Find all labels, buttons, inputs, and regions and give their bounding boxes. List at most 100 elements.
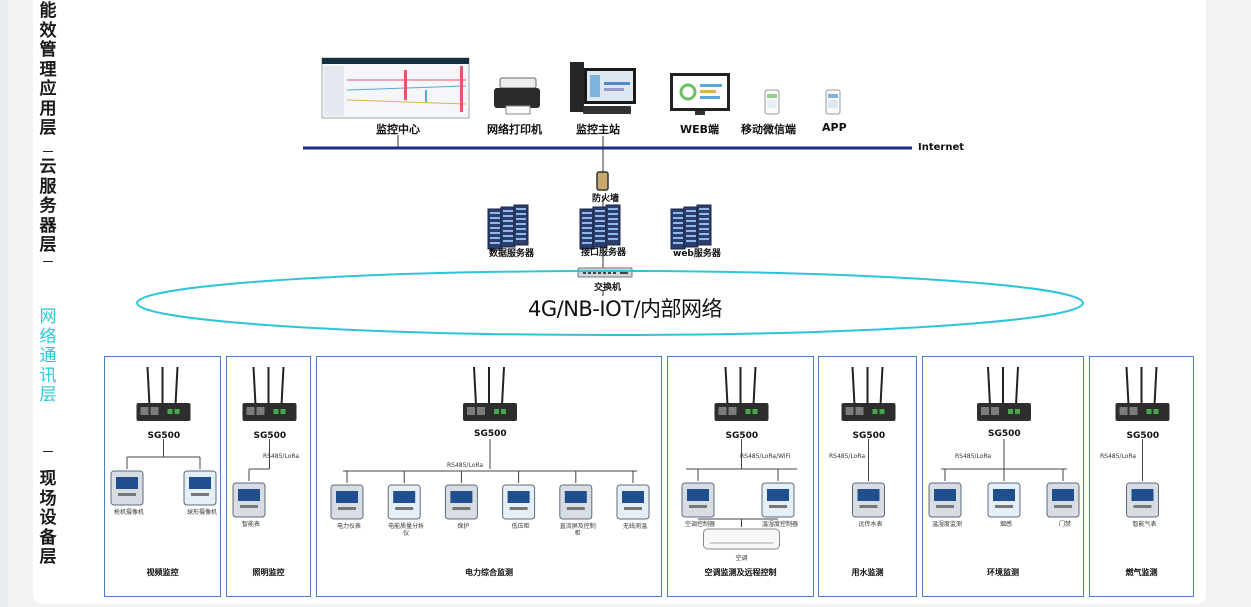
field-device-icon [987,482,1021,518]
gateway-icon [1115,366,1170,421]
field-group-drawing [110,366,217,506]
gateway-icon [977,366,1031,421]
bus-protocol-label: RS485/LoRa [447,462,484,469]
switch-label: 交换机 [594,283,622,293]
workstation-icon [570,62,636,114]
field-device-icon [852,482,885,518]
internet-label: Internet [918,142,965,153]
layer-label-network: 网 络 通 讯 层 [39,307,57,405]
field-device-icon [616,484,650,520]
bus-protocol-label: RS485/LoRa [955,453,992,460]
field-device-icon [761,482,795,518]
network-ellipse [136,270,1084,336]
field-group-drawing [232,366,297,518]
field-group-box: SG500 环境监测 RS485/LoRa 温湿度监测 烟感 门禁 [922,356,1084,597]
server-label-web: web服务器 [673,249,721,259]
page-edge [0,0,8,607]
gateway-icon [242,366,297,421]
server-label-interface: 接口服务器 [581,248,627,258]
firewall-label: 防火墙 [592,194,620,204]
layer-label-field: 现 场 设 备 层 [39,469,57,567]
firewall-icon [596,171,609,191]
field-group-drawing [1115,366,1170,518]
server-rack-group [487,204,712,250]
field-group-title: 照明监控 [252,568,285,577]
layer-label-app: 能 效 管 理 应 用 层 [39,1,57,138]
field-device-label: 空调 [735,555,748,562]
field-device-icon [502,484,536,520]
layer-separator [43,151,53,152]
wechat-phone-icon [764,89,780,115]
field-device-label: 智能气表 [1132,521,1157,528]
field-device-label: 无线测温 [622,523,647,530]
server-rack-icon [670,204,712,250]
field-group-title: 视频监控 [146,568,179,577]
field-group-title: 空调监测及远程控制 [704,568,777,577]
gateway-icon [136,366,191,421]
field-device-label: 智能表 [241,521,260,528]
gateway-icon [463,366,517,421]
gateway-label: SG500 [988,429,1021,439]
app-phone-icon [825,89,841,115]
field-device-icon [559,484,593,520]
field-group-box: SG500 用水监测 RS485/LoRa 远传水表 [818,356,917,597]
field-device-label: 温湿度控制器 [761,521,798,528]
web-monitor-icon [670,73,730,115]
gateway-icon [714,366,769,421]
field-device-label: 直流屏及控制柜 [559,523,596,537]
field-device-label: 烟感 [999,521,1012,528]
field-group-title: 环境监测 [987,568,1019,577]
item-wechat: 移动微信端 [741,123,796,136]
field-device-label: 电能质量分析仪 [388,523,425,537]
field-group-title: 用水监测 [851,568,884,577]
field-device-label: 远传水表 [858,521,883,528]
item-network-printer: 网络打印机 [487,123,542,136]
field-device-label: 电力仪表 [336,523,361,530]
field-device-label: 温湿度监测 [931,521,962,528]
field-device-icon [387,484,421,520]
field-device-icon [1126,482,1159,518]
field-group-drawing [681,366,797,550]
layer-separator [43,451,53,452]
item-master-station: 监控主站 [576,123,620,136]
field-group-drawing [928,366,1080,518]
field-device-label: 球形摄像机 [186,509,217,516]
field-device-icon [183,470,217,506]
gateway-label: SG500 [147,431,181,441]
field-device-label: 保护 [457,523,470,530]
field-device-icon [110,470,144,506]
field-group-box: SG500 视频监控 枪机摄像机 球形摄像机 [104,356,221,597]
switch-icon [577,267,633,278]
air-conditioner-icon [703,528,780,550]
field-device-icon [1046,482,1080,518]
field-device-label: 枪机摄像机 [113,509,144,516]
gateway-label: SG500 [253,431,287,441]
field-group-title: 电力综合监测 [465,568,513,577]
printer-icon [494,77,540,115]
layer-label-cloud: 云 服 务 器 层 [39,157,57,255]
item-monitor-center: 监控中心 [376,123,420,136]
server-label-data: 数据服务器 [489,249,535,259]
server-rack-icon [487,204,529,250]
gateway-label: SG500 [725,431,759,441]
gateway-label: SG500 [852,431,886,441]
network-label: 4G/NB-IOT/内部网络 [528,297,723,321]
field-device-icon [928,482,962,518]
gateway-label: SG500 [474,429,507,439]
item-web: WEB端 [680,123,720,136]
bus-protocol-label: RS485/LoRa [829,453,866,460]
field-device-label: 门禁 [1058,521,1071,528]
field-device-icon [444,484,478,520]
gateway-label: SG500 [1126,431,1160,441]
bus-protocol-label: RS485/LoRa [1100,453,1137,460]
field-group-drawing [841,366,896,518]
monitor-center-icon [321,57,470,119]
item-app: APP [822,121,847,134]
field-device-icon [232,482,266,518]
field-group-drawing [330,366,650,520]
field-device-label: 低压柜 [511,523,530,530]
